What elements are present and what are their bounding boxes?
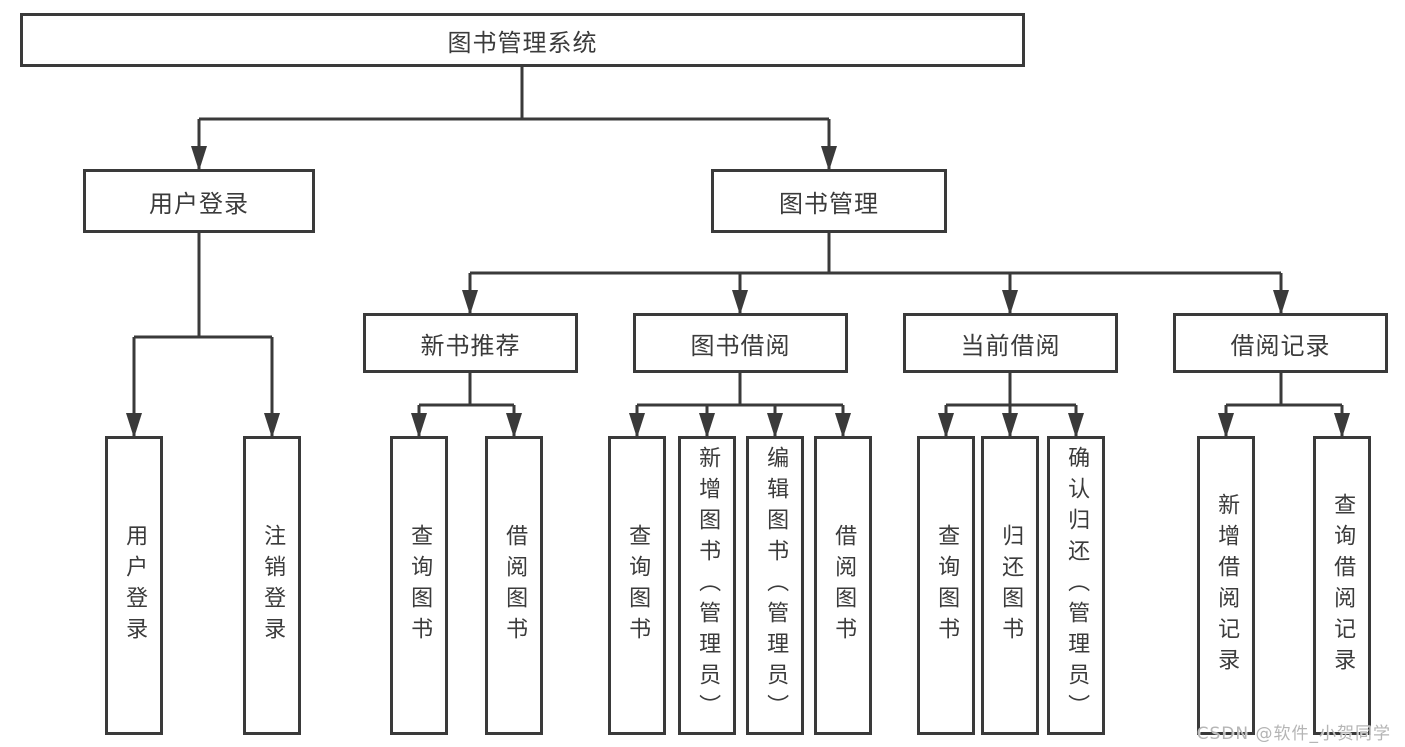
leaf-query-borrow-record: 查询借阅记录 <box>1313 436 1371 735</box>
leaf-logout: 注销登录 <box>243 436 301 735</box>
node-book-borrow-label: 图书借阅 <box>690 331 791 360</box>
node-current-borrow: 当前借阅 <box>903 313 1118 373</box>
leaf-add-books-admin: 新增图书（管理员） <box>678 436 736 735</box>
node-book-borrow: 图书借阅 <box>633 313 848 373</box>
leaf-return-books-label: 归还图书 <box>998 523 1024 648</box>
node-user-login-label: 用户登录 <box>149 189 249 218</box>
leaf-return-books: 归还图书 <box>981 436 1039 735</box>
node-book-management: 图书管理 <box>711 169 947 233</box>
node-root-system: 图书管理系统 <box>20 13 1025 67</box>
leaf-query-books-current: 查询图书 <box>917 436 975 735</box>
leaf-edit-books-admin: 编辑图书（管理员） <box>746 436 804 735</box>
leaf-borrow-books-recommend: 借阅图书 <box>485 436 543 735</box>
leaf-borrow-books: 借阅图书 <box>814 436 872 735</box>
leaf-user-login: 用户登录 <box>105 436 163 735</box>
node-new-book-recommend: 新书推荐 <box>363 313 578 373</box>
leaf-borrow-books-label: 借阅图书 <box>831 523 857 648</box>
leaf-confirm-return-admin-label: 确认归还（管理员） <box>1064 446 1090 725</box>
node-book-management-label: 图书管理 <box>779 189 879 218</box>
leaf-query-books-recommend: 查询图书 <box>390 436 448 735</box>
leaf-query-books-recommend-label: 查询图书 <box>407 523 433 648</box>
leaf-logout-label: 注销登录 <box>260 523 286 648</box>
leaf-confirm-return-admin: 确认归还（管理员） <box>1047 436 1105 735</box>
leaf-add-borrow-record: 新增借阅记录 <box>1197 436 1255 735</box>
leaf-add-borrow-record-label: 新增借阅记录 <box>1214 492 1240 679</box>
node-new-book-recommend-label: 新书推荐 <box>420 331 521 360</box>
node-root-label: 图书管理系统 <box>447 28 598 57</box>
leaf-query-books-current-label: 查询图书 <box>934 523 960 648</box>
leaf-borrow-books-recommend-label: 借阅图书 <box>502 523 528 648</box>
leaf-query-books-borrow-label: 查询图书 <box>625 523 651 648</box>
leaf-edit-books-admin-label: 编辑图书（管理员） <box>763 446 789 725</box>
node-current-borrow-label: 当前借阅 <box>960 331 1061 360</box>
node-borrow-records: 借阅记录 <box>1173 313 1388 373</box>
watermark: CSDN @软件_小贺同学 <box>1196 724 1391 744</box>
leaf-query-borrow-record-label: 查询借阅记录 <box>1330 492 1356 679</box>
node-user-login: 用户登录 <box>83 169 315 233</box>
node-borrow-records-label: 借阅记录 <box>1230 331 1331 360</box>
leaf-add-books-admin-label: 新增图书（管理员） <box>695 446 721 725</box>
leaf-user-login-label: 用户登录 <box>122 523 148 648</box>
leaf-query-books-borrow: 查询图书 <box>608 436 666 735</box>
